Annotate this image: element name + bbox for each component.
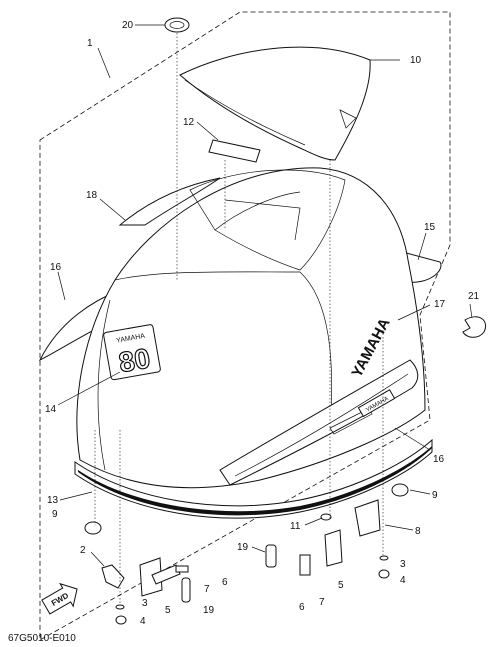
callout-8: 8 (415, 526, 421, 537)
callout-19a: 19 (237, 542, 249, 553)
callout-2: 2 (80, 545, 86, 556)
bracket-left-lever (151, 564, 181, 585)
callout-5b: 5 (338, 580, 344, 591)
callout-16a: 16 (50, 262, 62, 273)
cowling-seal (74, 438, 433, 519)
callout-3b: 3 (142, 598, 148, 609)
hook-left (101, 564, 125, 589)
rod-19 (265, 544, 277, 568)
grommet-9a (84, 521, 102, 535)
intake-opening (189, 169, 346, 271)
callout-4b: 4 (400, 575, 406, 586)
top-cover (179, 46, 371, 161)
badge-hp: 80 (116, 342, 152, 378)
side-stripe (219, 359, 419, 486)
callout-7a: 7 (204, 584, 210, 595)
callout-10: 10 (410, 55, 422, 66)
rod-19b (181, 577, 191, 603)
callout-7b: 7 (319, 597, 325, 608)
pin-left (175, 565, 189, 573)
callout-9b: 9 (432, 490, 438, 501)
bracket-right (324, 529, 343, 567)
grommet (164, 17, 190, 33)
callout-19b: 19 (203, 605, 215, 616)
nut-4b (378, 569, 390, 579)
fwd-arrow: FWD (41, 582, 78, 615)
hook-right (354, 499, 381, 537)
callout-4a: 4 (140, 616, 146, 627)
callout-20: 20 (122, 20, 134, 31)
drawing-code: 67G5010-E010 (8, 633, 76, 644)
callout-6b: 6 (299, 602, 305, 613)
bracket-left (139, 557, 163, 597)
callout-6a: 6 (222, 577, 228, 588)
assembly-boundary (39, 11, 451, 641)
fin-top-left (118, 177, 221, 226)
callout-1: 1 (87, 38, 93, 49)
callout-13: 13 (47, 495, 59, 506)
washer-11 (320, 513, 332, 521)
nut-4a (115, 615, 127, 625)
callout-14: 14 (45, 404, 57, 415)
clip (462, 316, 486, 338)
grip (208, 139, 261, 163)
callout-3a: 3 (400, 559, 406, 570)
callout-12: 12 (183, 117, 195, 128)
callout-11: 11 (290, 521, 301, 532)
callout-5a: 5 (165, 605, 171, 616)
washer-3b (379, 555, 389, 561)
callout-16b: 16 (433, 454, 445, 465)
washer-3a (115, 604, 125, 610)
hp-badge: YAMAHA 80 (103, 324, 161, 381)
callout-17: 17 (434, 299, 446, 310)
badge-brand: YAMAHA (116, 333, 146, 345)
pin-right (299, 554, 311, 576)
callout-18: 18 (86, 190, 98, 201)
callout-15: 15 (424, 222, 436, 233)
callout-9a: 9 (52, 509, 58, 520)
grommet-9b (391, 483, 409, 497)
callout-21: 21 (468, 291, 480, 302)
